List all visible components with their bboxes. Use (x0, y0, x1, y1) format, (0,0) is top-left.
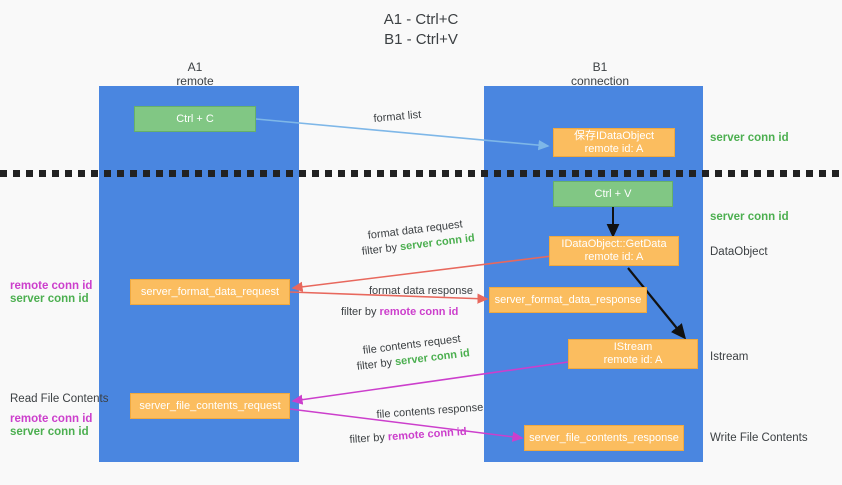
node-idataobject-getdata[interactable]: IDataObject::GetData remote id: A (549, 236, 679, 266)
label-istream: Istream (710, 351, 749, 363)
node-save-idataobject-line1: 保存IDataObject (573, 129, 655, 142)
node-server-format-data-response[interactable]: server_format_data_response (489, 287, 647, 313)
node-ctrl-c-label: Ctrl + C (176, 112, 214, 125)
wirelabel-format-data-response-filter-prefix: filter by (341, 306, 380, 318)
label-write-file-contents: Write File Contents (710, 432, 808, 444)
node-server-file-contents-response[interactable]: server_file_contents_response (524, 425, 684, 451)
wirelabel-format-list: format list (373, 108, 422, 125)
node-server-file-contents-response-label: server_file_contents_response (529, 431, 679, 444)
label-dataobject: DataObject (710, 246, 768, 258)
wirelabel-file-contents-response-filter: filter by remote conn id (349, 425, 467, 447)
title-line-2: B1 - Ctrl+V (384, 31, 458, 48)
node-server-file-contents-request-label: server_file_contents_request (139, 399, 281, 412)
label-server-conn-id-mid: server conn id (710, 211, 789, 223)
column-a1-name: A1 (187, 60, 203, 74)
node-ctrl-v-label: Ctrl + V (594, 187, 632, 200)
column-b1-sub: connection (570, 74, 630, 88)
wirelabel-file-contents-response: file contents response (376, 401, 484, 421)
title-line-1: A1 - Ctrl+C (383, 11, 459, 28)
node-save-idataobject-line2: remote id: A (584, 142, 644, 155)
node-ctrl-c[interactable]: Ctrl + C (134, 106, 256, 132)
page-title: A1 - Ctrl+C B1 - Ctrl+V (0, 10, 842, 50)
phase-divider (0, 170, 842, 177)
label-remote-conn-id-2: remote conn id (10, 413, 93, 425)
label-server-conn-id-top: server conn id (710, 132, 789, 144)
wirelabel-file-contents-request-filter-prefix: filter by (356, 356, 396, 373)
wirelabel-format-data-request-filter-prefix: filter by (361, 241, 401, 258)
node-idataobject-getdata-line1: IDataObject::GetData (561, 238, 667, 250)
node-server-format-data-request[interactable]: server_format_data_request (130, 279, 290, 305)
column-header-b1: B1 connection (545, 60, 655, 88)
node-istream[interactable]: IStream remote id: A (568, 339, 698, 369)
node-server-format-data-response-label: server_format_data_response (494, 293, 642, 306)
label-server-conn-id-2: server conn id (10, 426, 89, 438)
label-remote-conn-id-1: remote conn id (10, 280, 93, 292)
node-save-idataobject[interactable]: 保存IDataObject remote id: A (553, 128, 675, 157)
column-header-a1: A1 remote (140, 60, 250, 88)
wirelabel-format-data-response: format data response (369, 285, 473, 297)
wirelabel-format-data-response-filter: filter by remote conn id (341, 305, 458, 319)
node-ctrl-v[interactable]: Ctrl + V (553, 181, 673, 207)
node-server-file-contents-request[interactable]: server_file_contents_request (130, 393, 290, 419)
label-server-conn-id-1: server conn id (10, 293, 89, 305)
node-server-format-data-request-label: server_format_data_request (140, 285, 280, 298)
label-read-file-contents: Read File Contents (10, 393, 109, 405)
node-idataobject-getdata-line2: remote id: A (584, 251, 644, 263)
column-a1-sub: remote (176, 74, 214, 88)
wirelabel-format-data-response-filter-value: remote conn id (379, 306, 459, 318)
wirelabel-file-contents-response-filter-prefix: filter by (349, 431, 389, 446)
column-b1-name: B1 (592, 60, 608, 74)
node-istream-line1: IStream (613, 341, 653, 353)
node-istream-line2: remote id: A (603, 354, 663, 366)
wirelabel-file-contents-response-filter-value: remote conn id (387, 425, 467, 444)
